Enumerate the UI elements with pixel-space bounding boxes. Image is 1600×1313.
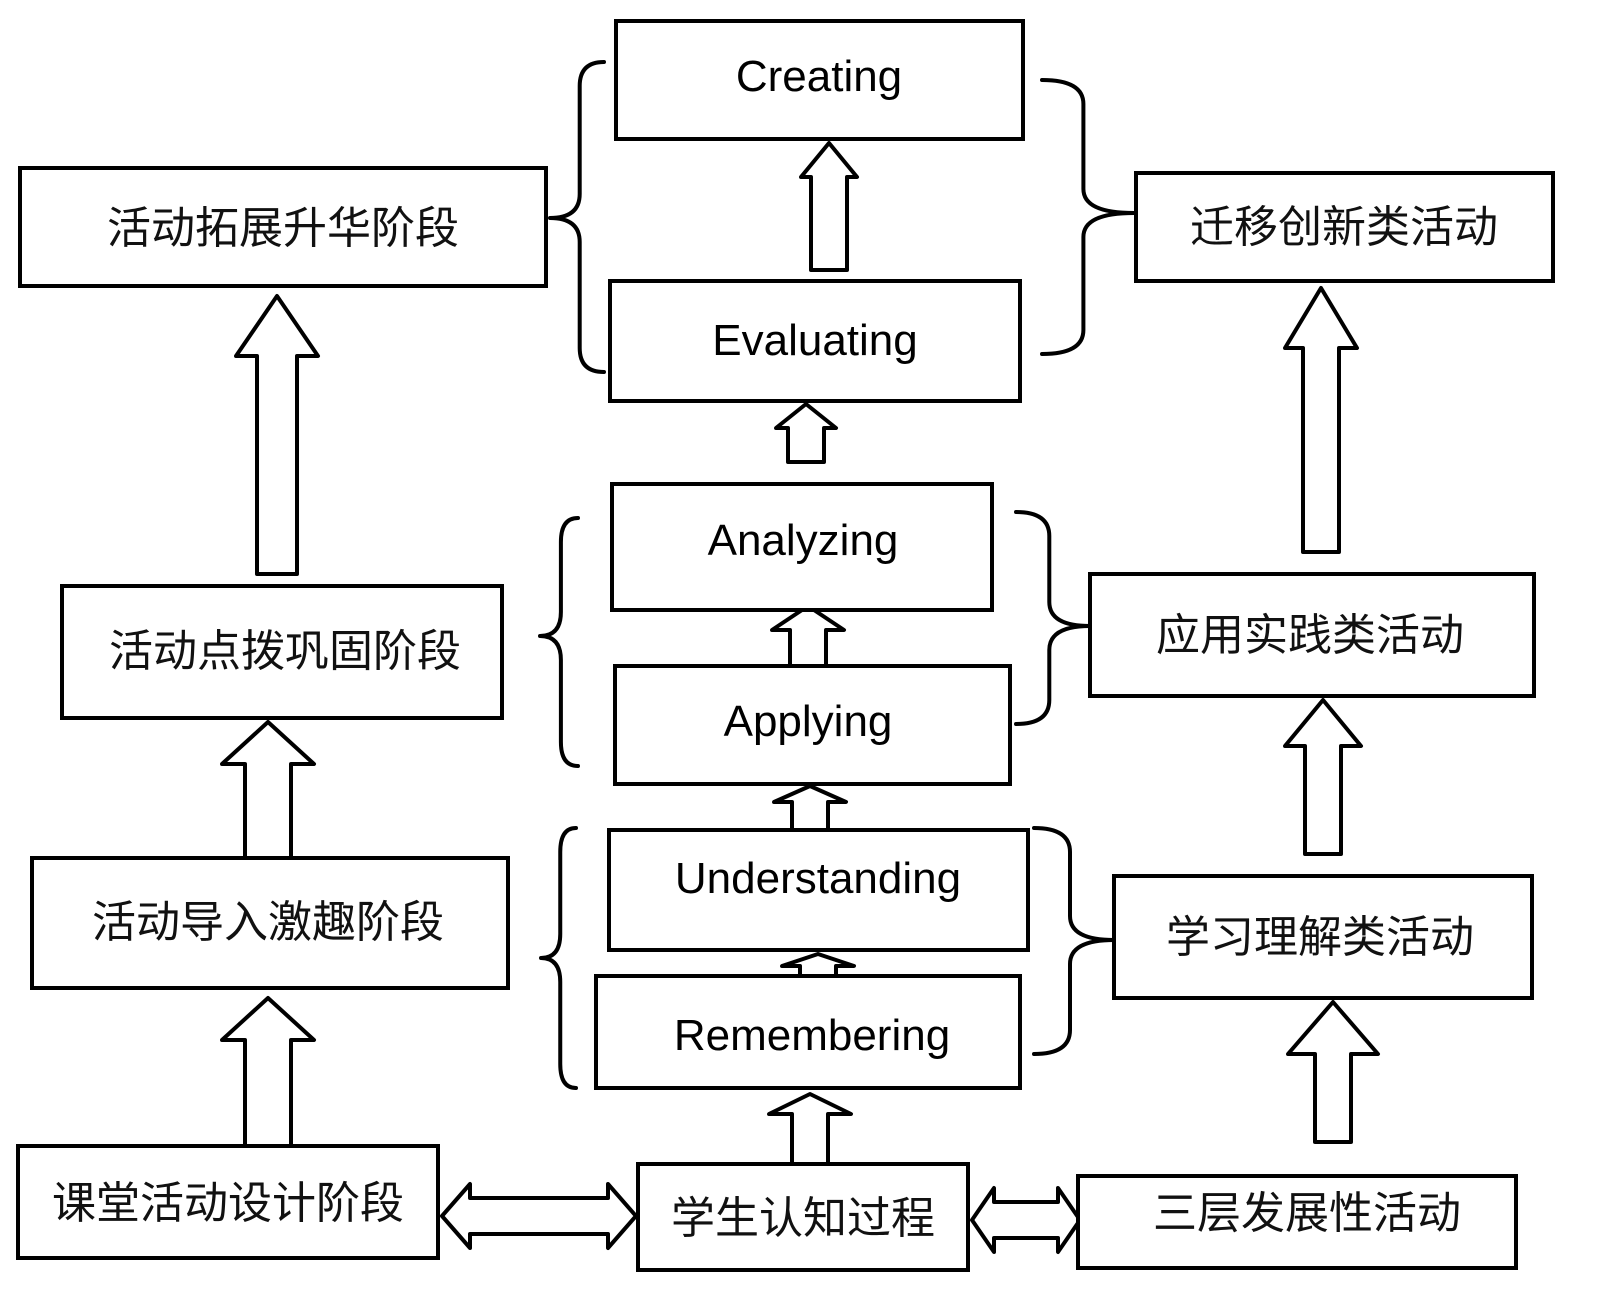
node-label: 活动拓展升华阶段 (107, 203, 459, 254)
node-label: Remembering (674, 1011, 950, 1060)
arrow-learning-to-applied (1283, 698, 1363, 856)
node-cognition: 学生认知过程 (636, 1162, 970, 1272)
node-intro-stage: 活动导入激趣阶段 (30, 856, 510, 990)
node-label: Evaluating (712, 316, 917, 365)
arrow-design-to-intro (220, 996, 316, 1148)
brace-right-understanding-remembering (1032, 826, 1116, 1056)
arrow-remembering-to-understanding (780, 952, 856, 978)
node-label: 活动导入激趣阶段 (92, 897, 444, 948)
node-label: 课堂活动设计阶段 (52, 1178, 404, 1229)
arrow-applying-to-analyzing (770, 604, 846, 668)
node-analyzing: Analyzing (610, 482, 994, 612)
node-label: Analyzing (708, 516, 899, 565)
brace-right-analyzing-applying (1014, 510, 1092, 726)
node-learning-activities: 学习理解类活动 (1112, 874, 1534, 1000)
double-arrow-cognition-three-layer (970, 1186, 1082, 1254)
node-label: 学生认知过程 (671, 1193, 935, 1244)
node-applying: Applying (613, 664, 1012, 786)
brace-left-analyzing-applying (538, 516, 580, 768)
arrow-analyzing-to-evaluating (774, 402, 838, 464)
node-transfer-activities: 迁移创新类活动 (1134, 171, 1555, 283)
brace-left-creating-evaluating (548, 60, 606, 374)
arrow-understanding-to-applying (772, 784, 848, 832)
node-label: 学习理解类活动 (1166, 912, 1474, 963)
node-extend-stage: 活动拓展升华阶段 (18, 166, 548, 288)
node-label: 活动点拨巩固阶段 (109, 626, 461, 677)
arrow-applied-to-transfer (1283, 286, 1359, 554)
node-label: Creating (736, 52, 902, 101)
node-understanding: Understanding (607, 828, 1030, 952)
arrow-evaluating-to-creating (799, 141, 859, 272)
node-design-stage: 课堂活动设计阶段 (16, 1144, 440, 1260)
arrow-intro-to-consolidate (220, 720, 316, 860)
node-evaluating: Evaluating (608, 279, 1022, 403)
node-label: Understanding (675, 854, 961, 903)
node-label: Applying (724, 697, 893, 746)
node-consolidate-stage: 活动点拨巩固阶段 (60, 584, 504, 720)
double-arrow-design-cognition (440, 1182, 638, 1250)
boxes-layer: 课堂活动设计阶段 活动导入激趣阶段 活动点拨巩固阶段 活动拓展升华阶段 学生认知… (16, 19, 1555, 1272)
node-label: 迁移创新类活动 (1190, 202, 1498, 253)
node-label: 三层发展性活动 (1153, 1188, 1461, 1239)
arrow-three-layer-to-learning (1286, 1000, 1380, 1144)
node-label: 应用实践类活动 (1156, 610, 1464, 661)
node-applied-activities: 应用实践类活动 (1088, 572, 1536, 698)
arrow-consolidate-to-extend (234, 294, 320, 576)
node-remembering: Remembering (594, 974, 1022, 1090)
node-three-layer: 三层发展性活动 (1076, 1174, 1518, 1270)
brace-left-understanding-remembering (539, 826, 578, 1090)
brace-right-creating-evaluating (1040, 78, 1136, 356)
node-creating: Creating (614, 19, 1025, 141)
arrow-cognition-to-remembering (767, 1092, 853, 1166)
